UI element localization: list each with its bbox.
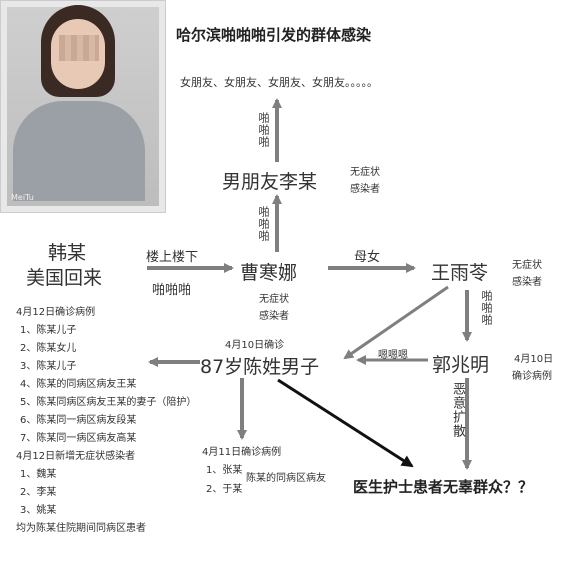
list-item: 1、陈某儿子 [20, 325, 77, 336]
arrow-wang-to-chen [343, 285, 449, 360]
list-heading-apr12-confirmed: 4月12日确诊病例 [16, 307, 96, 318]
wang-status-2: 感染者 [512, 277, 542, 288]
chen-name: 87岁陈姓男子 [200, 356, 320, 378]
list-item: 5、陈某同病区病友王某的妻子（陪护） [20, 397, 197, 408]
left-case-list: 4月12日确诊病例 1、陈某儿子 2、陈某女儿 3、陈某儿子 4、陈某的同病区病… [16, 304, 196, 538]
label-papapa-right: 啪啪啪 [480, 290, 493, 326]
apr11-note: 陈某的同病区病友 [246, 473, 326, 484]
victims-label: 医生护士患者无辜群众？？ [353, 478, 534, 496]
relation-papapa: 啪啪啪 [152, 283, 192, 298]
boyfriend-status-1: 无症状 [350, 167, 380, 178]
label-papapa-middle: 啪啪啪 [257, 206, 270, 242]
arrow-chen-to-victims [277, 378, 414, 468]
diagram-title: 哈尔滨啪啪啪引发的群体感染 [176, 26, 372, 44]
relation-mother-daughter: 母女 [354, 250, 381, 265]
guo-name: 郭兆明 [432, 354, 490, 376]
relation-enen: 嗯嗯嗯 [378, 350, 408, 361]
list-item: 7、陈某同一病区病友高某 [20, 433, 137, 444]
photo-watermark: MeiTu [11, 193, 34, 202]
guo-date: 4月10日 [514, 354, 554, 365]
label-papapa-upper: 啪啪啪 [257, 112, 270, 148]
wang-status-1: 无症状 [512, 260, 542, 271]
list-item: 6、陈某同一病区病友段某 [20, 415, 137, 426]
list-item: 4、陈某的同病区病友王某 [20, 379, 137, 390]
apr11-item: 2、于某 [206, 484, 243, 495]
cao-status-2: 感染者 [259, 311, 289, 322]
girlfriends-note: 女朋友、女朋友、女朋友、女朋友。。。。。 [180, 76, 378, 89]
apr11-heading: 4月11日确诊病例 [202, 447, 282, 458]
korean-name: 韩某 [48, 242, 87, 264]
boyfriend-status-2: 感染者 [350, 184, 380, 195]
guo-status: 确诊病例 [512, 371, 552, 382]
photo-shirt [13, 101, 145, 201]
relation-upstairs: 楼上楼下 [146, 250, 199, 265]
list-footer: 均为陈某住院期间同病区患者 [16, 523, 146, 534]
list-item: 1、魏某 [20, 469, 57, 480]
list-item: 3、陈某儿子 [20, 361, 77, 372]
wang-name: 王雨苓 [431, 262, 489, 284]
cao-status-1: 无症状 [259, 294, 289, 305]
chen-confirm-date: 4月10日确诊 [225, 340, 285, 351]
boyfriend-name: 男朋友李某 [222, 171, 318, 193]
apr11-item: 1、张某 [206, 465, 243, 476]
list-item: 2、李某 [20, 487, 57, 498]
profile-photo: MeiTu [0, 0, 166, 213]
photo-mosaic [59, 35, 99, 61]
list-item: 3、姚某 [20, 505, 57, 516]
list-heading-apr12-asymptomatic: 4月12日新增无症状感染者 [16, 451, 136, 462]
list-item: 2、陈某女儿 [20, 343, 77, 354]
korean-origin: 美国回来 [26, 267, 103, 289]
cao-name: 曹寒娜 [240, 262, 298, 284]
label-malicious-spread: 恶意扩散 [450, 382, 465, 438]
